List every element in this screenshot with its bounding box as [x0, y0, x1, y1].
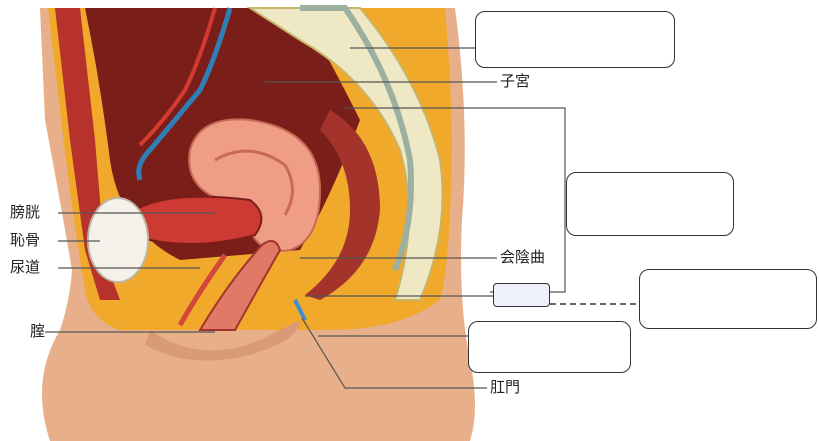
answer-box-2[interactable]: [566, 172, 734, 236]
label-uterus: 子宮: [500, 74, 530, 89]
label-urethra: 尿道: [10, 260, 40, 275]
label-pubis: 恥骨: [10, 233, 40, 248]
answer-box-4[interactable]: [639, 269, 817, 329]
label-anus: 肛門: [490, 380, 520, 395]
answer-box-1[interactable]: [475, 11, 675, 68]
label-bladder: 膀胱: [10, 205, 40, 220]
leader-anus: [302, 318, 487, 388]
label-vagina: 腟: [30, 324, 45, 339]
answer-box-3[interactable]: [493, 283, 550, 307]
label-perineal-flexure: 会陰曲: [500, 250, 545, 265]
answer-box-5[interactable]: [468, 321, 631, 373]
